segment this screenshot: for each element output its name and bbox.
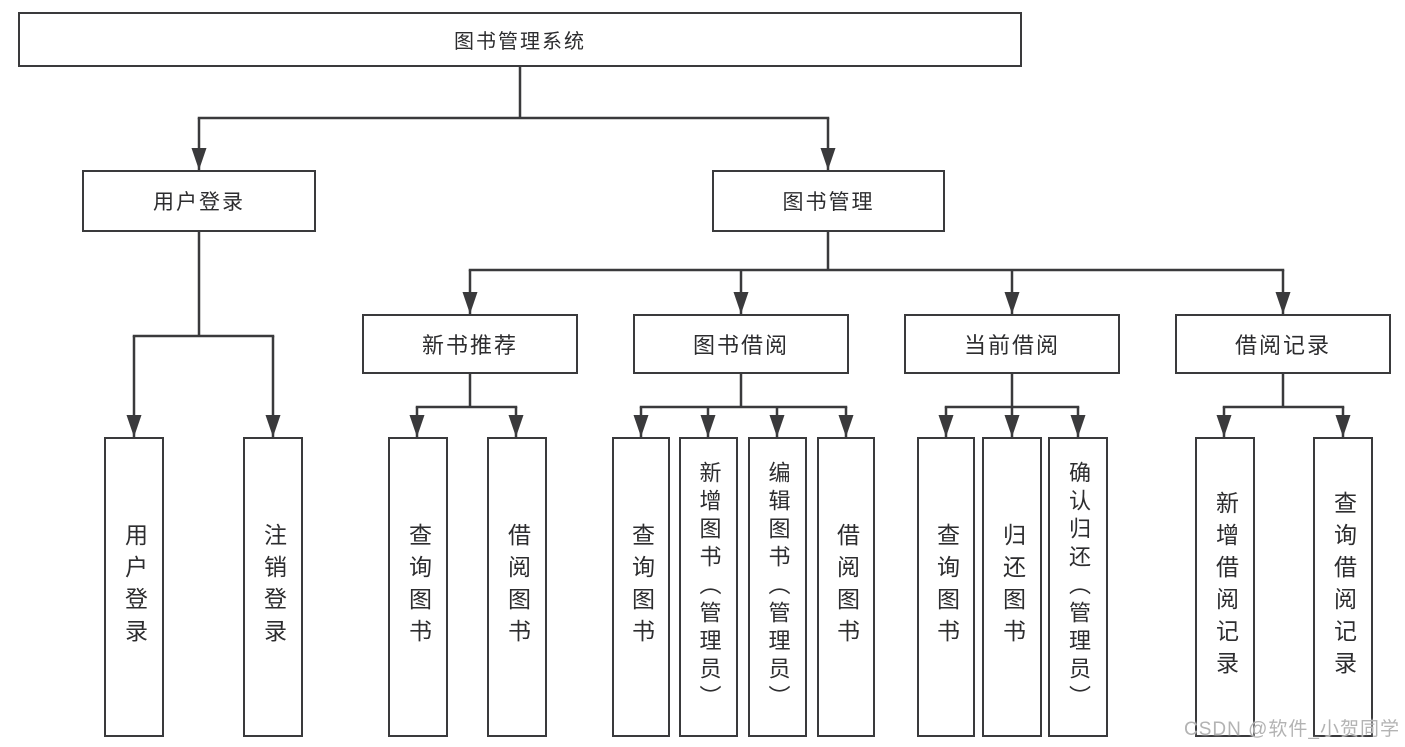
leaf-borrow-book-recommend: 借阅图书 xyxy=(487,437,547,737)
leaf-user-login: 用户登录 xyxy=(104,437,164,737)
leaf-edit-book-admin: 编辑图书（管理员） xyxy=(748,437,807,737)
leaf-return-book: 归还图书 xyxy=(982,437,1042,737)
leaf-query-book-current-label: 查询图书 xyxy=(933,523,960,651)
node-library-management-system: 图书管理系统 xyxy=(18,12,1022,67)
leaf-query-borrow-record: 查询借阅记录 xyxy=(1313,437,1373,737)
node-book-borrow: 图书借阅 xyxy=(633,314,849,374)
leaf-logout-login: 注销登录 xyxy=(243,437,303,737)
leaf-edit-book-admin-label: 编辑图书（管理员） xyxy=(765,461,791,713)
leaf-query-book-recommend-label: 查询图书 xyxy=(405,523,432,651)
leaf-borrow-book-label: 借阅图书 xyxy=(833,523,860,651)
leaf-query-book-recommend: 查询图书 xyxy=(388,437,448,737)
leaf-query-borrow-record-label: 查询借阅记录 xyxy=(1330,491,1357,683)
leaf-user-login-label: 用户登录 xyxy=(121,523,148,651)
csdn-watermark: CSDN @软件_小贺同学 xyxy=(1184,719,1400,740)
leaf-query-book-current: 查询图书 xyxy=(917,437,975,737)
leaf-add-book-admin: 新增图书（管理员） xyxy=(679,437,738,737)
node-current-borrow: 当前借阅 xyxy=(904,314,1120,374)
leaf-confirm-return-admin: 确认归还（管理员） xyxy=(1048,437,1108,737)
leaf-borrow-book-recommend-label: 借阅图书 xyxy=(504,523,531,651)
node-book-management: 图书管理 xyxy=(712,170,945,232)
node-borrow-records: 借阅记录 xyxy=(1175,314,1391,374)
leaf-logout-login-label: 注销登录 xyxy=(260,523,287,651)
leaf-add-borrow-record: 新增借阅记录 xyxy=(1195,437,1255,737)
leaf-confirm-return-admin-label: 确认归还（管理员） xyxy=(1066,461,1091,713)
leaf-borrow-book: 借阅图书 xyxy=(817,437,875,737)
node-user-login: 用户登录 xyxy=(82,170,316,232)
leaf-return-book-label: 归还图书 xyxy=(999,523,1026,651)
leaf-query-book-borrow-label: 查询图书 xyxy=(628,523,655,651)
leaf-add-book-admin-label: 新增图书（管理员） xyxy=(696,461,722,713)
leaf-add-borrow-record-label: 新增借阅记录 xyxy=(1212,491,1239,683)
leaf-query-book-borrow: 查询图书 xyxy=(612,437,670,737)
node-new-book-recommend: 新书推荐 xyxy=(362,314,578,374)
